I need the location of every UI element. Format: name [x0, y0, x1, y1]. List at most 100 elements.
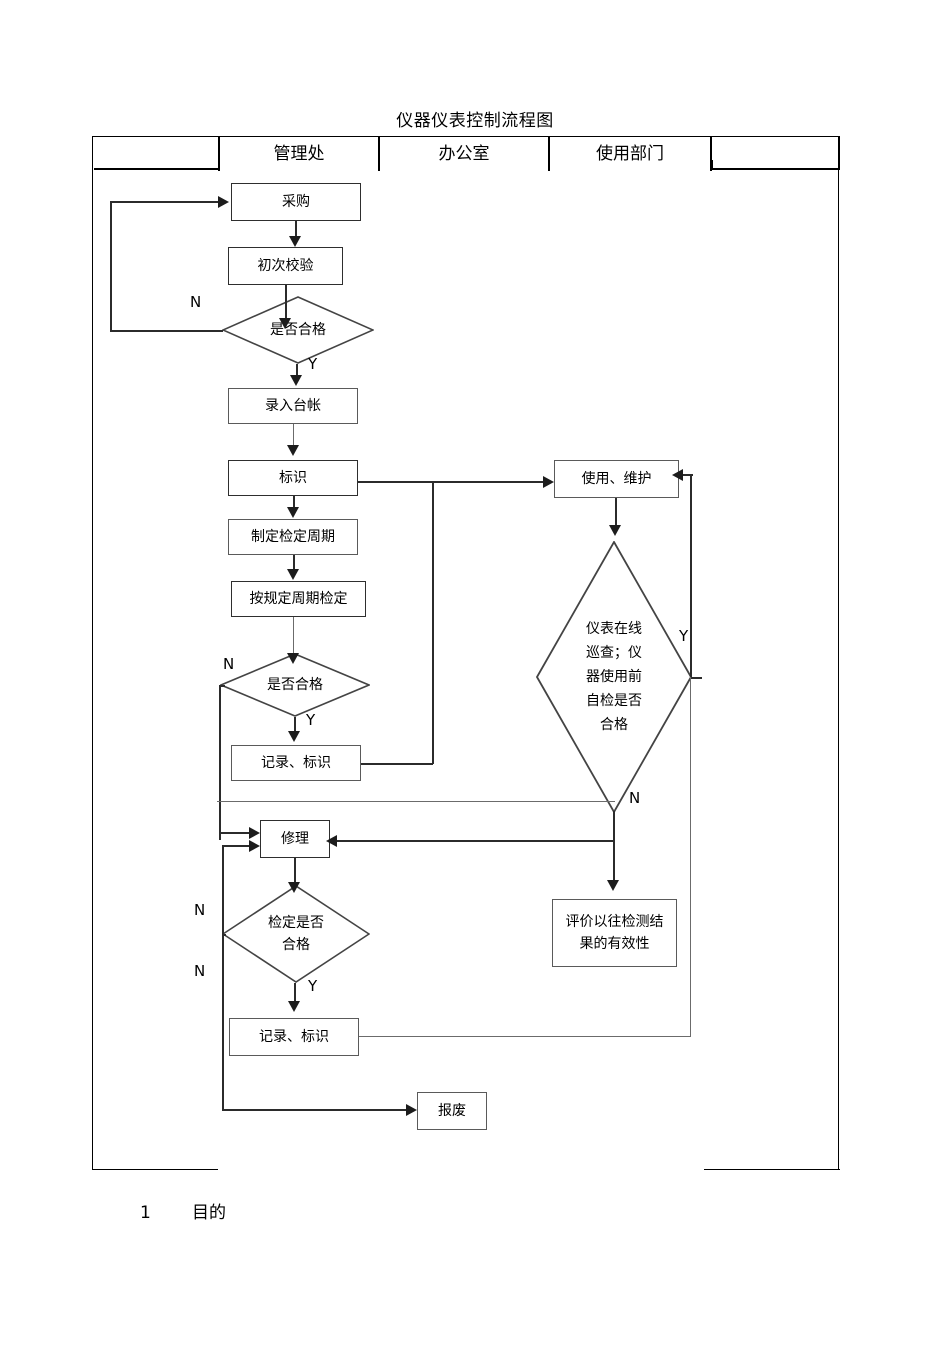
node-enter-ledger-label: 录入台帐 [265, 398, 321, 414]
edge-verify-n-arrow [249, 840, 260, 852]
lane-divider-3 [548, 137, 550, 171]
lane-cell-办公室: 办公室 [438, 144, 490, 164]
edge-verify-n-h [222, 845, 251, 847]
edge-verify-n-v [222, 845, 224, 935]
lane-cell-管理处: 管理处 [273, 144, 325, 164]
footer-text: 目的 [192, 1203, 226, 1223]
edge-online-y-arrow [672, 469, 683, 481]
swimlane-header: 管理处 办公室 使用部门 [92, 136, 840, 171]
edge-repair-to-verify-qualified-arrow [288, 882, 300, 893]
edge-ledger-to-identify [293, 424, 295, 448]
node-identify-label: 标识 [279, 470, 307, 486]
frame-left-border [92, 136, 94, 1170]
edge-verify-n-scrap-v [222, 934, 224, 1110]
node-verify-cycle-label: 按规定周期检定 [249, 591, 348, 607]
node-record-mark-1[interactable]: 记录、标识 [231, 745, 361, 781]
edge-online-n-v [613, 811, 615, 883]
node-purchase[interactable]: 采购 [231, 183, 361, 221]
edge-verify-cycle-to-qualified-2 [293, 617, 295, 662]
node-evaluate-line-2: 果的有效性 [579, 936, 650, 952]
node-use-maintain[interactable]: 使用、维护 [554, 460, 679, 498]
node-set-cycle[interactable]: 制定检定周期 [228, 519, 358, 555]
node-evaluate[interactable]: 评价以往检测结 果的有效性 [552, 899, 677, 967]
edge-ledger-to-identify-arrow [287, 445, 299, 456]
node-record-mark-1-label: 记录、标识 [261, 755, 331, 771]
header-notch-right-stub [711, 160, 713, 169]
node-scrap-label: 报废 [438, 1103, 466, 1119]
node-enter-ledger[interactable]: 录入台帐 [228, 388, 358, 424]
node-online-check-line-2: 巡查；仪 [586, 645, 642, 661]
node-set-cycle-label: 制定检定周期 [251, 529, 335, 545]
frame-bottom-right [704, 1169, 840, 1171]
branch-label-y-3: Y [679, 627, 689, 645]
node-online-check[interactable]: 仪表在线 巡查；仪 器使用前 自检是否 合格 [536, 541, 692, 813]
edge-online-y-h [681, 474, 693, 476]
node-verify-cycle[interactable]: 按规定周期检定 [231, 581, 366, 617]
edge-qualified2-n-stub [219, 685, 225, 687]
header-notch-right [712, 168, 840, 170]
branch-label-n-1: N [190, 293, 202, 311]
lane-divider-4 [710, 137, 712, 171]
node-online-check-line-4: 自检是否 [586, 693, 642, 709]
edge-identify-to-set-cycle [293, 496, 295, 510]
edge-purchase-to-first-calibration [295, 221, 297, 239]
edge-qualified2-n-v [219, 685, 221, 840]
lane-cell-0 [93, 137, 218, 171]
node-verify-qualified[interactable]: 检定是否 合格 [222, 885, 370, 983]
node-purchase-label: 采购 [282, 194, 310, 210]
page-title: 仪器仪表控制流程图 [396, 111, 554, 131]
edge-online-y-v [690, 474, 692, 679]
lane-cell-使用部门: 使用部门 [596, 144, 664, 164]
branch-label-y-1: Y [308, 355, 318, 373]
node-qualified-1[interactable]: 是否合格 [222, 296, 374, 364]
edge-qualified1-n-h-bottom [110, 330, 223, 332]
lane-divider-2 [378, 137, 380, 171]
edge-identify-to-set-cycle-arrow [287, 507, 299, 518]
edge-verify-y-v [294, 983, 296, 1003]
edge-online-to-repair-arrow [326, 835, 337, 847]
node-online-check-label: 仪表在线 巡查；仪 器使用前 自检是否 合格 [536, 541, 692, 813]
edge-qualified2-n-arrow [249, 827, 260, 839]
node-online-check-line-1: 仪表在线 [586, 621, 642, 637]
edge-identify-to-use-h [358, 481, 548, 483]
node-first-calibration[interactable]: 初次校验 [228, 247, 343, 285]
branch-label-n-2: N [223, 655, 235, 673]
edge-online-n-cross-h [217, 801, 615, 803]
node-identify[interactable]: 标识 [228, 460, 358, 496]
edge-qualified2-n-h [219, 832, 251, 834]
branch-label-n-3: N [629, 789, 641, 807]
edge-record2-v [690, 677, 692, 1037]
node-first-calibration-label: 初次校验 [257, 258, 314, 274]
node-evaluate-line-1: 评价以往检测结 [565, 914, 664, 930]
node-record-mark-2[interactable]: 记录、标识 [229, 1018, 359, 1056]
edge-verify-cycle-to-qualified-2-arrow [287, 653, 299, 664]
edge-verify-n-scrap-h [222, 1109, 408, 1111]
frame-bottom-left [92, 1169, 218, 1171]
edge-qualified1-n-h-top [110, 201, 219, 203]
edge-verify-n-scrap-arrow [406, 1104, 417, 1116]
lane-cell-4 [712, 137, 839, 171]
edge-verify-y-arrow [288, 1001, 300, 1012]
edge-verify-n-stub [222, 934, 226, 936]
edge-qualified1-y-arrow [290, 375, 302, 386]
node-qualified-1-label: 是否合格 [270, 322, 326, 338]
node-qualified-2-label: 是否合格 [267, 677, 323, 693]
node-verify-qualified-label: 检定是否 合格 [222, 885, 370, 983]
edge-qualified1-y-v [296, 364, 298, 379]
node-repair-label: 修理 [281, 831, 309, 847]
edge-online-to-repair-h [335, 840, 615, 842]
header-notch-left [94, 168, 220, 170]
edge-use-to-online-check [615, 498, 617, 528]
node-evaluate-label: 评价以往检测结 果的有效性 [553, 911, 676, 955]
branch-label-y-2: Y [306, 711, 316, 729]
node-repair[interactable]: 修理 [260, 820, 330, 858]
edge-use-to-online-check-arrow [609, 525, 621, 536]
edge-qualified1-n-v [110, 202, 112, 331]
edge-qualified2-y-v [294, 717, 296, 733]
edge-set-cycle-to-verify-cycle-arrow [287, 569, 299, 580]
node-qualified-2[interactable]: 是否合格 [220, 653, 370, 717]
frame-right-border [838, 136, 840, 1170]
edge-online-n-arrow [607, 880, 619, 891]
node-scrap[interactable]: 报废 [417, 1092, 487, 1130]
footer-number: 1 [140, 1203, 151, 1223]
